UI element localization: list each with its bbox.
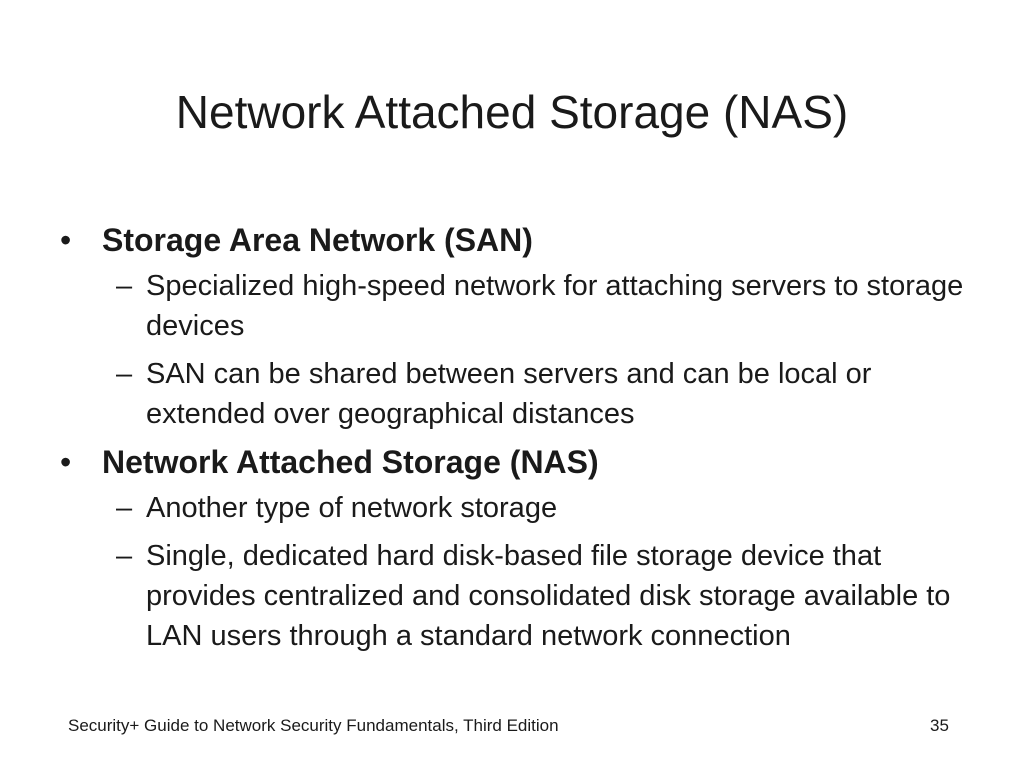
slide-body: • Storage Area Network (SAN) – Specializ…: [58, 220, 978, 664]
dash-marker: –: [116, 492, 133, 524]
sub-bullet-text: Another type of network storage: [146, 492, 558, 524]
dash-marker: –: [116, 540, 133, 572]
sub-bullet-item: – SAN can be shared between servers and …: [116, 354, 978, 434]
sub-bullet-text: Specialized high-speed network for attac…: [146, 270, 964, 342]
dash-marker: –: [116, 358, 133, 390]
sub-bullet-text: Single, dedicated hard disk-based file s…: [146, 540, 951, 652]
bullet-heading: Storage Area Network (SAN): [102, 222, 533, 258]
bullet-item: • Network Attached Storage (NAS): [58, 442, 978, 482]
page-number: 35: [930, 716, 949, 735]
bullet-marker: •: [60, 444, 72, 480]
footer-book-title: Security+ Guide to Network Security Fund…: [68, 716, 559, 735]
sub-bullet-item: – Another type of network storage: [116, 488, 978, 528]
dash-marker: –: [116, 270, 133, 302]
bullet-item: • Storage Area Network (SAN): [58, 220, 978, 260]
slide-title: Network Attached Storage (NAS): [175, 86, 849, 138]
bullet-heading: Network Attached Storage (NAS): [102, 444, 599, 480]
sub-bullet-text: SAN can be shared between servers and ca…: [146, 358, 872, 430]
sub-bullet-item: – Specialized high-speed network for att…: [116, 266, 978, 346]
sub-bullet-item: – Single, dedicated hard disk-based file…: [116, 536, 978, 656]
bullet-marker: •: [60, 222, 72, 258]
